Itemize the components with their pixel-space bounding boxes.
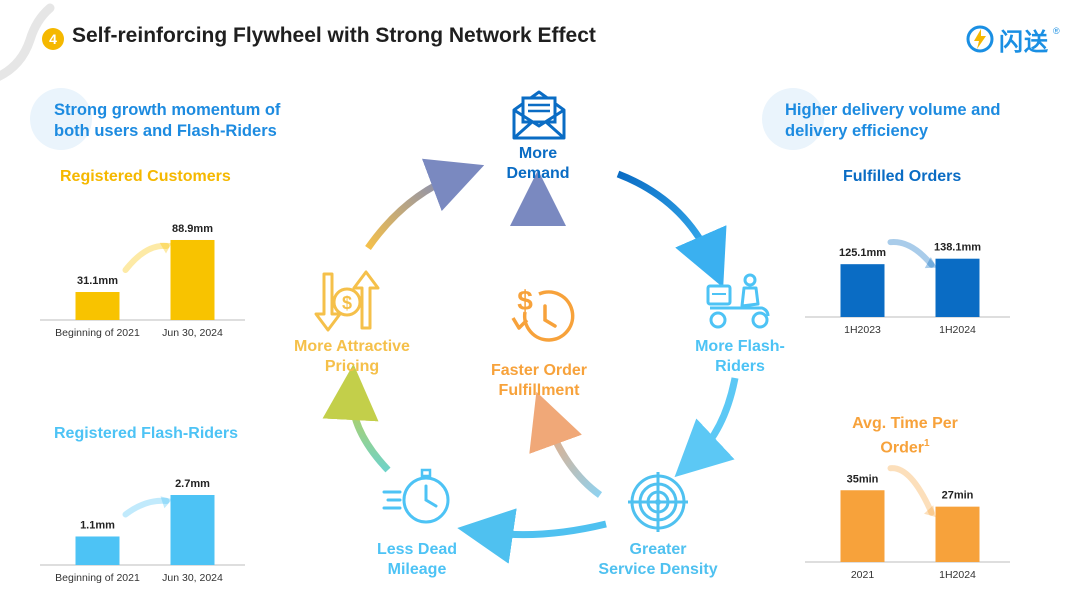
category-label-1: Jun 30, 2024 [162,572,223,584]
category-label-1: 1H2024 [939,569,976,581]
left-heading-bubble [30,88,92,150]
data-label-1: 88.9mm [172,223,213,235]
registered-mark: ® [1053,26,1060,36]
delivery-scooter-icon [706,273,770,329]
page-title: Self-reinforcing Flywheel with Strong Ne… [72,24,596,47]
bar-0 [75,292,120,320]
footnote-marker: 1 [924,438,930,449]
node-attractive-pricing-line-2: Pricing [324,358,380,375]
node-more-riders-line-2: Riders [715,358,765,375]
data-label-0: 31.1mm [77,275,118,287]
right-heading-line-2: delivery efficiency [785,122,929,140]
left-heading-line-1: Strong growth momentum of [54,101,281,119]
data-label-0: 125.1mm [839,247,886,259]
data-label-1: 27min [942,490,974,502]
trend-arrow [887,239,935,268]
category-label-0: 1H2023 [844,324,881,336]
arrow-density-to-mileage [457,508,607,564]
chart-title-avg-time: Avg. Time Per Order1 [835,414,975,458]
node-faster-fulfillment-line-2: Fulfillment [498,382,580,399]
arrow-pricing-to-demand [365,158,485,251]
company-logo: 闪送 ® [965,22,1060,56]
stopwatch-icon [382,468,450,524]
right-heading-bubble [762,88,824,150]
bar-0 [840,264,885,317]
price-dollar-arrows-icon: $ [314,270,380,332]
right-section-heading: Higher delivery volume and delivery effi… [785,100,1000,142]
arrow-riders-to-density [674,377,739,478]
node-more-riders-line-1: More Flash- [695,338,785,355]
bar-1 [170,239,215,320]
trend-arrow-head [160,496,173,509]
node-more-demand-line-1: More [518,145,558,162]
bar-0 [75,536,120,565]
node-attractive-pricing: More Attractive Pricing [280,337,424,377]
node-attractive-pricing-line-1: More Attractive [294,338,410,355]
category-label-0: Beginning of 2021 [55,327,140,339]
node-faster-fulfillment-line-1: Faster Order [490,362,588,379]
left-heading-line-2: both users and Flash-Riders [54,122,277,140]
trend-arrow-head [159,242,172,254]
lightning-bolt-icon [966,25,994,53]
step-number-badge: 4 [42,28,64,50]
trend-arrow [122,497,170,518]
node-more-riders: More Flash- Riders [680,337,800,377]
bar-0 [840,490,885,562]
node-more-demand-line-2: Demand [506,165,570,182]
bar-1 [935,506,980,562]
node-service-density-line-1: Greater [629,541,687,558]
right-heading-line-1: Higher delivery volume and [785,101,1001,119]
svg-text:$: $ [517,285,533,316]
category-label-0: Beginning of 2021 [55,572,140,584]
logo-wordmark: 闪送 [999,28,1049,56]
node-service-density-line-2: Service Density [598,561,718,578]
chart-fulfilled-orders: 125.1mm 1H2023 138.1mm 1H2024 [805,239,1010,336]
svg-text:$: $ [342,293,352,313]
dollar-clock-icon: $ [511,285,575,342]
node-dead-mileage-line-2: Mileage [387,561,447,578]
arrow-demand-to-riders [616,170,727,288]
bar-1 [170,495,215,565]
data-label-0: 35min [847,473,879,485]
node-faster-fulfillment: Faster Order Fulfillment [472,361,606,401]
chart-title-registered-riders: Registered Flash-Riders [54,425,239,442]
arrow-mileage-to-pricing [322,364,391,473]
corner-swirl-decoration [0,3,55,81]
node-more-demand: More Demand [488,144,588,184]
data-label-1: 138.1mm [934,242,981,254]
node-service-density: Greater Service Density [583,540,733,580]
arrow-density-to-fulfillment [529,391,603,498]
category-label-0: 2021 [851,569,875,581]
avg-time-title-text: Avg. Time Per Order [852,415,958,457]
trend-arrow [887,465,935,516]
chart-title-registered-customers: Registered Customers [60,168,231,185]
target-crosshair-icon [628,472,688,532]
node-dead-mileage-line-1: Less Dead [376,541,458,558]
trend-arrow-head [924,257,937,269]
trend-arrow [122,242,170,274]
category-label-1: Jun 30, 2024 [162,327,223,339]
bar-1 [935,258,980,317]
chart-avg-time-per-order: 35min 2021 27min 1H2024 [805,465,1010,581]
chart-title-fulfilled-orders: Fulfilled Orders [843,168,962,185]
left-section-heading: Strong growth momentum of both users and… [54,100,280,142]
category-label-1: 1H2024 [939,324,976,336]
node-dead-mileage: Less Dead Mileage [362,540,472,580]
data-label-1: 2.7mm [175,478,210,490]
data-label-0: 1.1mm [80,519,115,531]
trend-arrow-head [924,505,936,518]
envelope-icon [512,90,566,140]
